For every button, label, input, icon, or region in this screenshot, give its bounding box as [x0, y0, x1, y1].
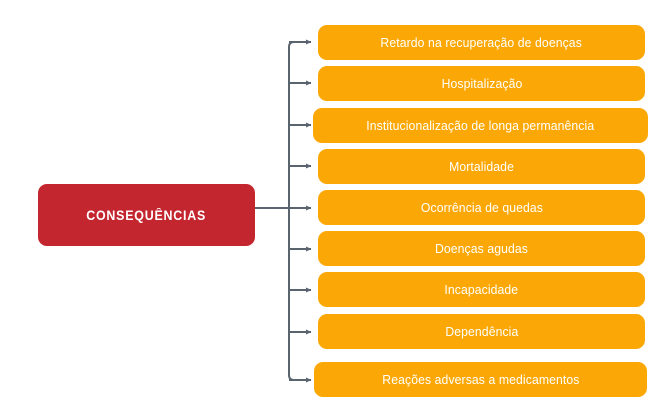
branch-node-3[interactable]: Institucionalização de longa permanência	[313, 108, 648, 143]
root-node-consequencias[interactable]: CONSEQUÊNCIAS	[38, 184, 255, 246]
branch-node-1[interactable]: Retardo na recuperação de doenças	[318, 25, 645, 60]
branch-node-label: Ocorrência de quedas	[420, 200, 543, 215]
branch-node-label: Mortalidade	[449, 159, 514, 174]
connector-arrows	[289, 39, 312, 383]
branch-node-label: Incapacidade	[444, 282, 519, 297]
branch-node-label: Doenças agudas	[434, 241, 529, 256]
branch-node-label: Dependência	[444, 324, 519, 339]
branch-node-2[interactable]: Hospitalização	[318, 66, 645, 101]
connector-trunk	[288, 41, 296, 381]
branch-node-7[interactable]: Incapacidade	[318, 272, 645, 307]
branch-node-5[interactable]: Ocorrência de quedas	[318, 190, 645, 225]
branch-node-label: Hospitalização	[441, 76, 522, 91]
branch-node-label: Retardo na recuperação de doenças	[380, 35, 583, 50]
branch-node-4[interactable]: Mortalidade	[318, 149, 645, 184]
branch-node-label: Institucionalização de longa permanência	[366, 118, 595, 133]
branch-node-8[interactable]: Dependência	[318, 314, 645, 349]
branch-node-label: Reações adversas a medicamentos	[381, 372, 580, 387]
root-node-label: CONSEQUÊNCIAS	[86, 207, 207, 223]
branch-node-9[interactable]: Reações adversas a medicamentos	[314, 362, 647, 397]
branch-node-6[interactable]: Doenças agudas	[318, 231, 645, 266]
